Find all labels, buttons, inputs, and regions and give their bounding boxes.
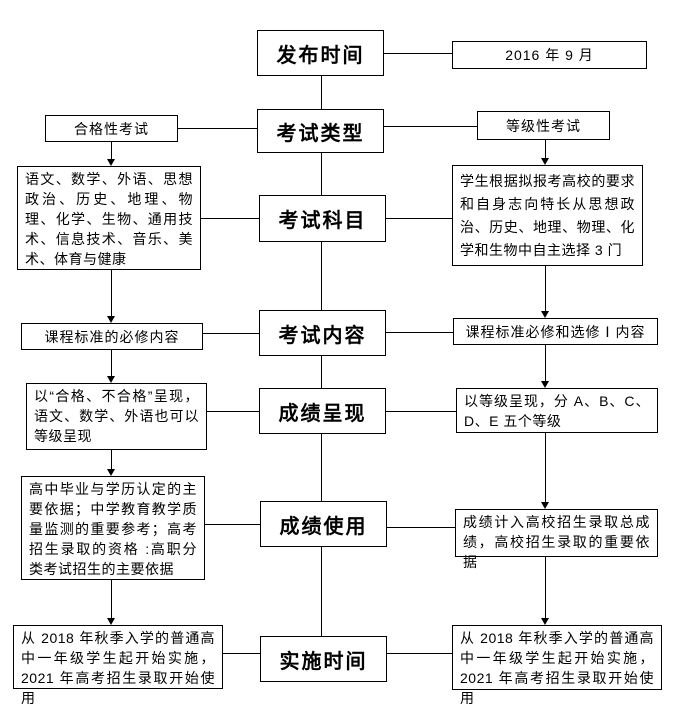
node-exam-type: 考试类型 <box>257 109 384 153</box>
arrow-line-qusage-to-qimplementation <box>111 580 113 619</box>
arrow-line-gusage-to-gimplementation <box>545 557 547 619</box>
node-graded-content: 课程标准必修和选修 Ⅰ 内容 <box>453 318 658 345</box>
node-qualifying-subjects: 语文、数学、外语、思想政治、历史、地理、物理、化学、生物、通用技术、信息技术、音… <box>17 166 201 270</box>
connector-qpresentation-to-presentation <box>207 411 259 413</box>
connector-release-to-date <box>384 53 452 55</box>
node-graded-exam: 等级性考试 <box>477 111 610 140</box>
connector-subjects-to-content <box>321 242 323 310</box>
arrow-line-qsubjects-to-qcontent <box>111 270 113 317</box>
arrowhead-gsubjects-to-gcontent <box>541 311 549 318</box>
node-exam-content: 考试内容 <box>259 310 386 356</box>
connector-release-to-type <box>321 76 323 109</box>
connector-content-to-gcontent <box>386 332 453 334</box>
node-release-time: 发布时间 <box>257 30 384 76</box>
connector-type-to-graded <box>384 126 477 128</box>
arrow-line-qcontent-to-qpresentation <box>111 350 113 377</box>
node-exam-subjects: 考试科目 <box>259 195 386 242</box>
connector-presentation-to-usage <box>321 434 323 501</box>
arrowhead-gexam-to-gsubjects <box>541 158 549 165</box>
arrowhead-qexam-to-qsubjects <box>107 159 115 166</box>
node-qualifying-usage: 高中毕业与学历认定的主要依据；中学教育教学质量监测的重要参考；高考招生录取的资格… <box>21 476 205 580</box>
connector-usage-to-gusage <box>387 527 455 529</box>
arrowhead-gpresentation-to-gusage <box>541 502 549 509</box>
arrow-line-gexam-to-gsubjects <box>545 140 547 159</box>
node-score-usage: 成绩使用 <box>260 501 387 547</box>
node-qualifying-implementation: 从 2018 年秋季入学的普通高中一年级学生起开始实施，2021 年高考招生录取… <box>13 625 223 706</box>
node-graded-presentation: 以等级呈现，分 A、B、C、D、E 五个等级 <box>456 388 658 433</box>
arrow-line-gcontent-to-gpresentation <box>545 345 547 382</box>
connector-presentation-to-gpresentation <box>386 411 456 413</box>
connector-qimplementation-to-implementation <box>223 653 260 655</box>
node-graded-subjects: 学生根据拟报考高校的要求和自身志向特长从思想政治、历史、地理、物理、化学和生物中… <box>452 165 643 266</box>
connector-qualifying-to-type <box>178 128 257 130</box>
node-implementation-time: 实施时间 <box>260 636 387 682</box>
node-score-presentation: 成绩呈现 <box>259 388 386 434</box>
arrowhead-qcontent-to-qpresentation <box>107 376 115 383</box>
arrow-line-qexam-to-qsubjects <box>111 142 113 160</box>
connector-type-to-subjects <box>321 153 323 195</box>
connector-usage-to-implementation <box>321 547 323 636</box>
node-qualifying-exam: 合格性考试 <box>45 115 178 142</box>
node-graded-implementation: 从 2018 年秋季入学的普通高中一年级学生起开始实施，2021 年高考招生录取… <box>452 625 662 706</box>
arrowhead-qusage-to-qimplementation <box>107 618 115 625</box>
arrow-line-gsubjects-to-gcontent <box>545 266 547 312</box>
arrow-line-qpresentation-to-qusage <box>111 450 113 470</box>
node-qualifying-content: 课程标准的必修内容 <box>21 323 203 350</box>
node-qualifying-presentation: 以“合格、不合格”呈现，语文、数学、外语也可以等级呈现 <box>26 383 207 450</box>
node-graded-usage: 成绩计入高校招生录取总成绩，高校招生录取的重要依据 <box>455 509 658 570</box>
arrowhead-qpresentation-to-qusage <box>107 469 115 476</box>
arrow-line-gpresentation-to-gusage <box>545 433 547 503</box>
node-release-date: 2016 年 9 月 <box>452 41 647 69</box>
connector-qcontent-to-content <box>203 333 259 335</box>
connector-content-to-presentation <box>321 356 323 388</box>
connector-subjects-to-gsubjects <box>386 218 452 220</box>
arrowhead-gusage-to-gimplementation <box>541 618 549 625</box>
arrowhead-qsubjects-to-qcontent <box>107 316 115 323</box>
arrowhead-gcontent-to-gpresentation <box>541 381 549 388</box>
connector-qusage-to-usage <box>205 524 260 526</box>
connector-implementation-to-gimplementation <box>387 653 452 655</box>
connector-qsubjects-to-subjects <box>201 218 259 220</box>
